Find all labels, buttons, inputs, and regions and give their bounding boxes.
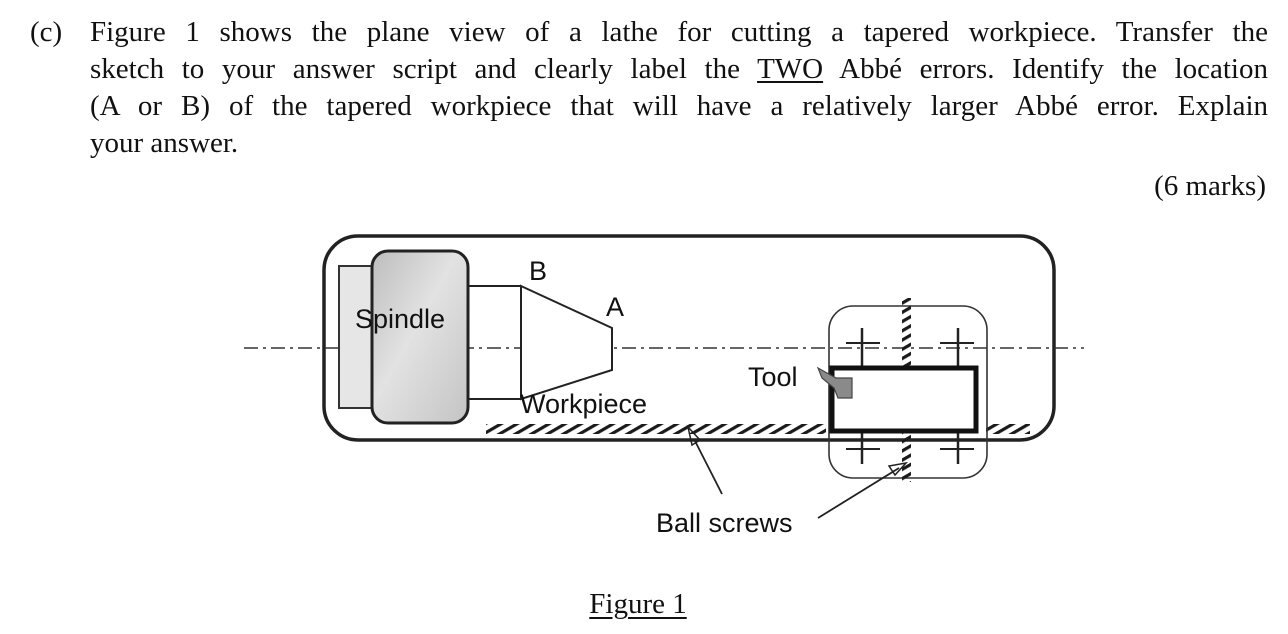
spindle-label: Spindle [355,304,445,334]
tool-label: Tool [748,362,798,392]
figure-caption-text: Figure 1 [589,588,687,620]
ball-screw-lower-right [986,424,1030,434]
figure-caption: Figure 1 [0,586,1288,623]
label-b: B [529,256,547,286]
ball-screws-arrowhead-left [686,424,702,447]
ball-screw-lower [486,424,826,434]
question-line-2: sketch to your answer script and clearly… [90,51,1268,88]
label-a: A [606,292,624,322]
two-underlined: TWO [757,53,824,85]
tool [816,366,853,399]
tapered-workpiece [520,284,613,401]
ball-screws-arrowhead-right [887,461,909,477]
question-label: (c) [30,16,63,48]
tool-post [829,365,979,434]
lathe-bed [322,234,1056,442]
question-line-1: Figure 1 shows the plane view of a lathe… [90,16,1268,48]
question-line-4: your answer. [90,127,239,159]
workpiece-label: Workpiece [520,389,647,419]
question-line-2-tail: Abbé errors. Identify the location [839,53,1268,85]
question-line-3: (A or B) of the tapered workpiece that w… [90,90,1268,122]
question-text: Figure 1 shows the plane view of a lathe… [90,14,1268,162]
spindle [370,249,470,425]
ball-screws-leader-right [817,467,900,519]
ball-screws-leader-left [693,438,723,495]
question-line-2-start: sketch to your answer script and clearly… [90,53,740,85]
marks-label: (6 marks) [1154,170,1266,202]
ball-screws-label: Ball screws [656,508,793,538]
